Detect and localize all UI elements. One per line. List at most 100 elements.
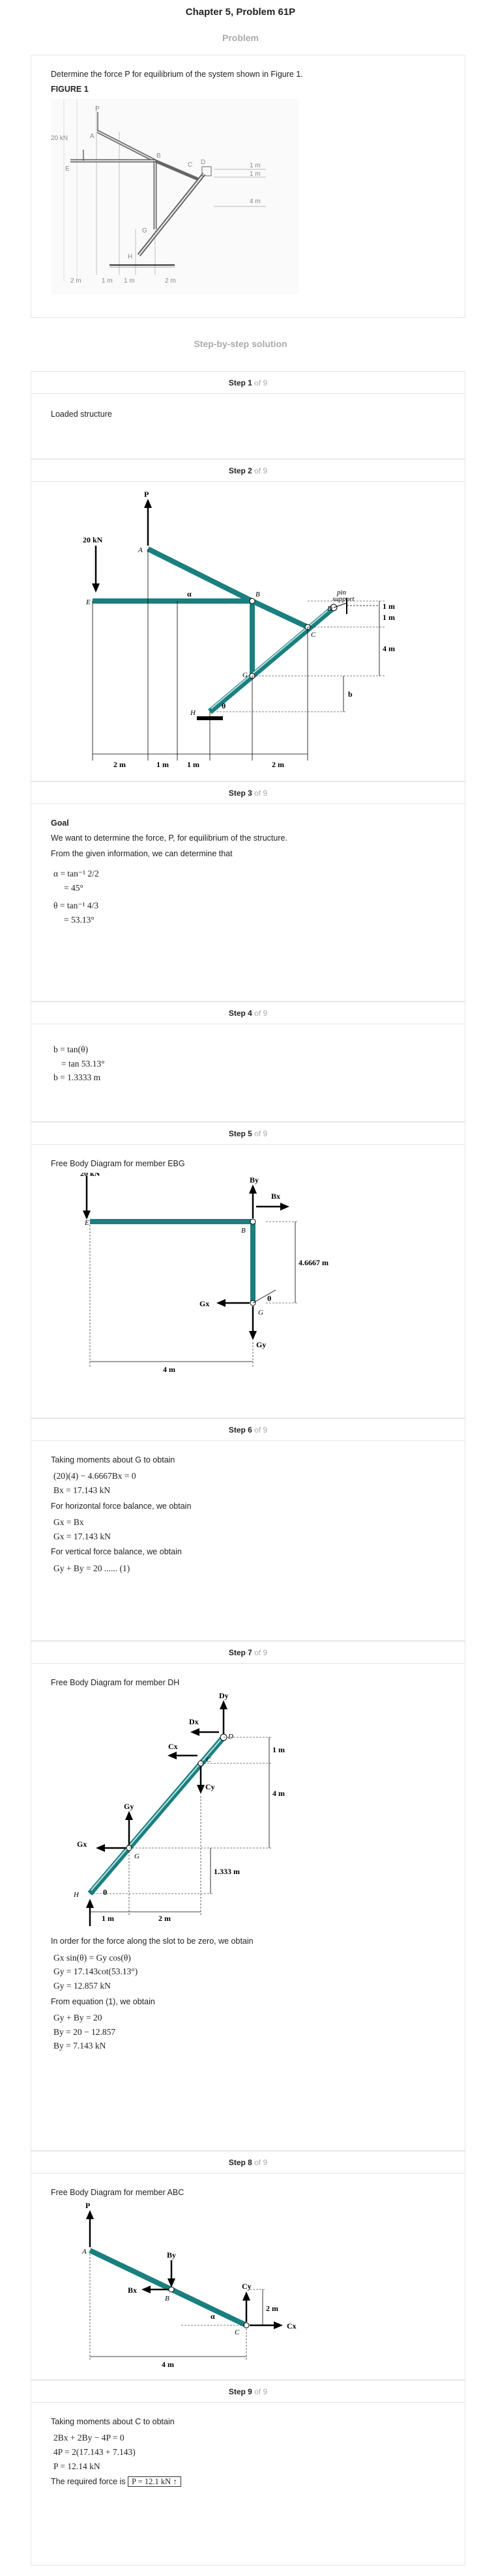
step-6-card: Step 6 of 9 Taking moments about G to ob… (31, 1418, 465, 1641)
step-9-header: Step 9 of 9 (31, 2381, 465, 2403)
s7-d2: 2 m (158, 1914, 171, 1923)
step-9-m1: 2Bx + 2By − 4P = 0 (53, 2433, 124, 2443)
step-7-m4: Gy + By = 20 (53, 2012, 102, 2023)
step-1-header: Step 1 of 9 (31, 372, 465, 394)
fig1-bot3: 1 m (124, 277, 135, 285)
step-4-m2: = tan 53.13° (61, 1058, 105, 1069)
s7-r1: 1 m (272, 1745, 285, 1754)
s7-c: C (206, 1756, 211, 1764)
step-2-header: Step 2 of 9 (31, 460, 465, 482)
step-8-header: Step 8 of 9 (31, 2151, 465, 2174)
step-9-answer-line: The required force is P = 12.1 kN ↑ (51, 2476, 445, 2488)
s2-r1: 1 m (383, 602, 395, 611)
s7-dy: Dy (219, 1692, 229, 1700)
step-5-header: Step 5 of 9 (31, 1123, 465, 1145)
s8-a: A (81, 2248, 87, 2256)
step-5-text: Free Body Diagram for member EBG (51, 1159, 185, 1168)
answer-box: P = 12.1 kN ↑ (128, 2476, 181, 2487)
step-5-card: Step 5 of 9 Free Body Diagram for member… (31, 1122, 465, 1418)
fig1-bot4: 2 m (165, 277, 176, 285)
s8-c: C (235, 2329, 240, 2336)
s5-theta: θ (267, 1294, 271, 1303)
step-6-m4: Gx = 17.143 kN (53, 1531, 111, 1541)
step-9-t2: The required force is (51, 2477, 126, 2487)
s5-load: 20 kN (80, 1173, 100, 1178)
fig1-dim2: 1 m (250, 171, 261, 178)
step-7-text: Free Body Diagram for member DH (51, 1678, 180, 1687)
s8-len: 4 m (162, 2360, 174, 2369)
step-8-figure: P A By Bx B Cy Cx α C (81, 2202, 297, 2369)
fig1-p: P (95, 105, 100, 113)
step-9-of: of 9 (254, 2387, 268, 2396)
step-4-of: of 9 (254, 1009, 268, 1018)
problem-card: Determine the force P for equilibrium of… (31, 55, 465, 318)
s2-p: P (144, 490, 149, 499)
s2-b: B (255, 591, 260, 598)
s7-r4: 4 m (272, 1789, 285, 1798)
s7-cx: Cx (168, 1742, 178, 1751)
fig1-bot2: 1 m (102, 277, 113, 285)
fig1-c: C (188, 161, 192, 169)
step-1-of: of 9 (254, 378, 268, 387)
step-5-figure: 20 kN By Bx E B Gx Gy θ (80, 1173, 328, 1374)
step-7-m5: By = 20 − 12.857 (53, 2026, 116, 2037)
s2-r2: 1 m (383, 613, 395, 622)
s7-cy: Cy (205, 1782, 215, 1791)
figure-label: FIGURE 1 (51, 85, 89, 94)
step-6-m3: Gx = Bx (53, 1517, 84, 1527)
step-7-m2: Gy = 17.143cot(53.13°) (53, 1967, 138, 1977)
fig1-d: D (201, 159, 205, 166)
step-4-header: Step 4 of 9 (31, 1002, 465, 1024)
s8-alpha: α (211, 2312, 215, 2321)
s2-g: G (242, 671, 248, 679)
solution-heading: Step-by-step solution (194, 339, 287, 349)
s7-gx: Gx (77, 1840, 87, 1849)
step-8-text: Free Body Diagram for member ABC (51, 2188, 184, 2197)
s2-e: E (85, 598, 91, 606)
s2-d2: 1 m (156, 760, 169, 769)
s8-cy: Cy (242, 2282, 252, 2291)
step-3-t2: From the given information, we can deter… (51, 848, 233, 858)
fig1-dim4: 4 m (250, 198, 261, 205)
s5-gy: Gy (256, 1340, 266, 1349)
s8-p: P (85, 2202, 90, 2210)
step-3-header: Step 3 of 9 (31, 782, 465, 804)
s5-b: B (241, 1227, 246, 1235)
step-3-t1: We want to determine the force, P, for e… (51, 833, 287, 843)
step-4-card: Step 4 of 9 b = tan(θ) = tan 53.13° b = … (31, 1001, 465, 1122)
step-3-m3: θ = tan⁻¹ 4/3 (53, 901, 99, 911)
step-3-card: Step 3 of 9 Goal We want to determine th… (31, 781, 465, 1001)
step-7-figure: Dy Dx D Cx C Cy Gy (73, 1692, 285, 1933)
s2-d3: 1 m (187, 760, 199, 769)
s5-bx: Bx (271, 1192, 280, 1201)
step-9-label: Step 9 (228, 2387, 252, 2396)
s7-rb: 1.333 m (214, 1867, 240, 1876)
s2-r4: 4 m (383, 644, 395, 653)
step-9-m3: P = 12.14 kN (53, 2461, 100, 2471)
step-8-of: of 9 (254, 2158, 268, 2167)
s7-g: G (134, 1853, 139, 1860)
step-3-m4: = 53.13° (64, 914, 95, 925)
problem-statement: Determine the force P for equilibrium of… (51, 70, 303, 79)
s2-h: H (190, 709, 196, 717)
fig1-g: G (142, 227, 147, 234)
step-7-card: Step 7 of 9 Free Body Diagram for member… (31, 1641, 465, 2151)
step-4-label: Step 4 (228, 1009, 252, 1018)
step-3-label: Step 3 (228, 789, 252, 798)
s2-d1: 2 m (113, 760, 126, 769)
s2-pin2: support (332, 595, 355, 603)
step-6-of: of 9 (254, 1425, 268, 1435)
step-1-label: Step 1 (228, 378, 252, 387)
step-8-label: Step 8 (228, 2158, 252, 2167)
s5-by: By (250, 1175, 259, 1184)
step-2-figure: P 20 kN (83, 490, 395, 769)
s5-gx: Gx (199, 1299, 209, 1308)
step-2-label: Step 2 (228, 466, 252, 475)
s5-len: 4 m (163, 1365, 175, 1374)
step-7-header: Step 7 of 9 (31, 1642, 465, 1664)
step-7-label: Step 7 (228, 1648, 252, 1657)
s7-gy: Gy (124, 1802, 134, 1811)
step-4-m1: b = tan(θ) (53, 1044, 89, 1054)
s7-hb: H (86, 1931, 93, 1933)
step-6-m1: (20)(4) − 4.6667Bx = 0 (53, 1471, 136, 1481)
